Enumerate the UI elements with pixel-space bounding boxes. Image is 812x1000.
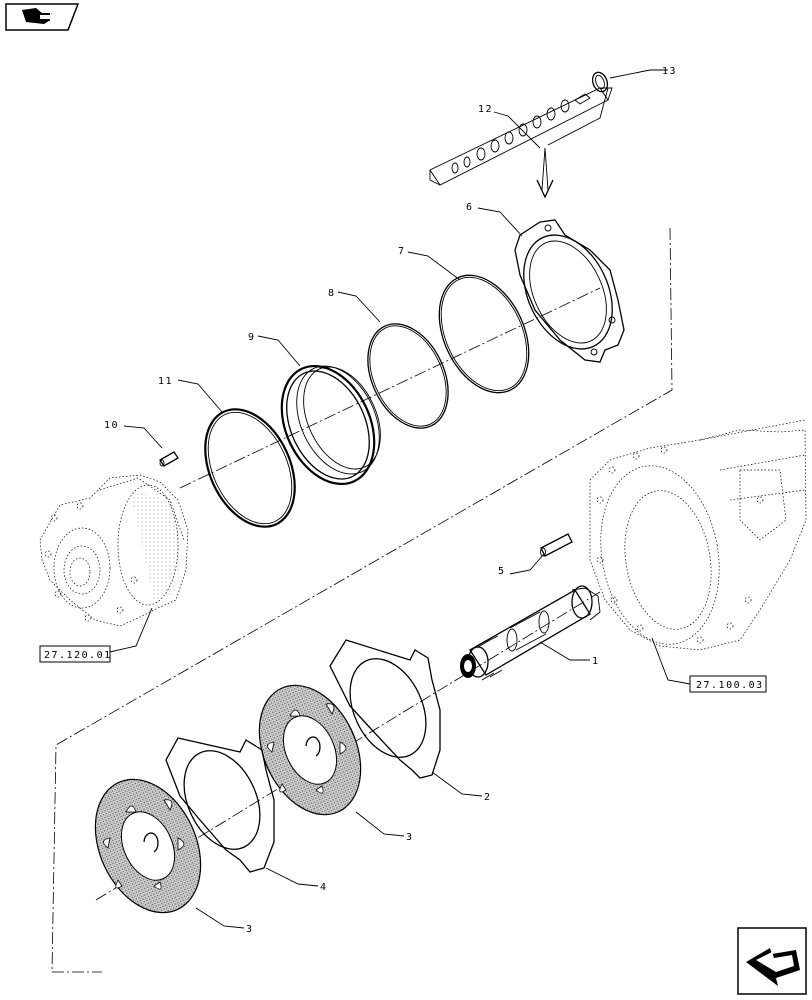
callout-6: 6 — [466, 202, 474, 213]
callout-1: 1 — [592, 656, 600, 667]
callout-8: 8 — [328, 288, 336, 299]
callout-5: 5 — [498, 566, 506, 577]
callout-3-lower: 3 — [246, 924, 254, 935]
kit-washers — [451, 93, 591, 174]
part-7-o-ring — [438, 274, 530, 394]
callout-4: 4 — [320, 882, 328, 893]
part-3-friction-disc-lower — [94, 778, 202, 914]
reference-box-right[interactable]: 27.100.03 — [689, 675, 767, 693]
part-12-kit-strip — [429, 87, 613, 199]
part-11-o-ring — [204, 408, 296, 528]
reference-box-left[interactable]: 27.120.01 — [39, 645, 112, 663]
callout-7: 7 — [398, 246, 406, 257]
callout-2: 2 — [484, 792, 492, 803]
part-3-friction-disc-upper — [258, 684, 362, 816]
part-4-separator-plate — [165, 737, 275, 873]
callout-13: 13 — [662, 66, 677, 77]
part-5-dowel-pin — [540, 533, 573, 557]
callout-10: 10 — [104, 420, 119, 431]
part-10-pin — [159, 451, 179, 467]
book-arrow-icon[interactable] — [5, 3, 80, 31]
right-axle-housing — [589, 419, 807, 651]
reference-label-left: 27.120.01 — [44, 650, 112, 661]
callout-12: 12 — [478, 104, 493, 115]
part-6-piston-housing — [514, 219, 625, 363]
part-9-piston — [280, 364, 381, 486]
left-hub-housing — [39, 474, 189, 627]
part-13-o-ring — [591, 71, 609, 93]
callout-labels: 13 12 6 7 8 9 11 10 5 1 2 3 4 3 — [104, 66, 677, 935]
callout-11: 11 — [158, 376, 173, 387]
part-2-separator-plate — [329, 639, 441, 779]
part-8-o-ring — [367, 323, 449, 429]
next-page-arrow-icon[interactable] — [737, 927, 807, 995]
callout-9: 9 — [248, 332, 256, 343]
reference-label-right: 27.100.03 — [696, 680, 764, 691]
callout-3-upper: 3 — [406, 832, 414, 843]
leader-lines — [109, 69, 691, 929]
part-1-shaft — [460, 585, 601, 681]
